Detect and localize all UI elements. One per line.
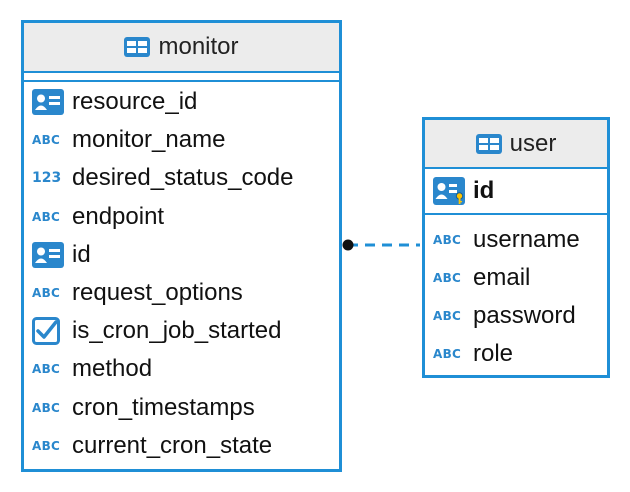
monitor-column-row[interactable]: is_cron_job_started [24, 312, 339, 350]
text-type-icon: ABC [32, 362, 72, 376]
monitor-column-row[interactable]: 123 desired_status_code [24, 159, 339, 197]
monitor-column-row[interactable]: ABC method [24, 350, 339, 388]
type-label: ABC [32, 400, 61, 415]
monitor-column-row[interactable]: resource_id [24, 83, 339, 121]
text-type-icon: ABC [32, 133, 72, 147]
monitor-table-header[interactable]: monitor [24, 23, 339, 73]
monitor-column-row[interactable]: ABC current_cron_state [24, 427, 339, 465]
user-table-title: user [509, 129, 557, 157]
column-name: is_cron_job_started [72, 317, 282, 345]
monitor-column-row[interactable]: ABC cron_timestamps [24, 389, 339, 427]
type-label: ABC [32, 286, 61, 301]
text-type-icon: ABC [32, 401, 72, 415]
column-name: monitor_name [72, 126, 226, 154]
text-type-icon: ABC [433, 309, 473, 323]
text-type-icon: ABC [433, 347, 473, 361]
id-card-icon [32, 241, 72, 268]
column-name: email [473, 264, 531, 291]
monitor-column-row[interactable]: ABC request_options [24, 274, 339, 312]
column-name: endpoint [72, 202, 165, 230]
type-label: ABC [433, 233, 462, 247]
type-label: ABC [32, 362, 61, 377]
user-column-row[interactable]: ABC email [425, 259, 607, 297]
id-card-icon [32, 89, 72, 116]
column-name: current_cron_state [72, 431, 273, 459]
text-type-icon: ABC [32, 286, 72, 300]
user-table-header[interactable]: user [425, 120, 607, 169]
type-label: ABC [32, 438, 61, 453]
type-label: ABC [433, 347, 462, 361]
column-name: password [473, 302, 576, 329]
monitor-column-row[interactable]: ABC endpoint [24, 198, 339, 236]
text-type-icon: ABC [32, 210, 72, 224]
column-name: role [473, 340, 514, 367]
table-icon [124, 37, 151, 57]
column-name: id [72, 240, 91, 268]
monitor-column-row[interactable]: id [24, 236, 339, 274]
user-column-row[interactable]: ABC password [425, 297, 607, 335]
type-label: ABC [433, 309, 462, 323]
column-name: cron_timestamps [72, 393, 255, 421]
checkbox-icon [32, 317, 72, 346]
column-name: method [72, 355, 153, 383]
user-pk-name: id [473, 177, 495, 204]
text-type-icon: ABC [32, 439, 72, 453]
text-type-icon: ABC [433, 233, 473, 247]
column-name: desired_status_code [72, 164, 294, 192]
type-label: ABC [433, 271, 462, 285]
type-label: ABC [32, 133, 61, 148]
monitor-column-row[interactable]: ABC monitor_name [24, 121, 339, 159]
type-label: 123 [32, 170, 62, 187]
text-type-icon: ABC [433, 271, 473, 285]
table-icon [475, 133, 502, 154]
column-name: request_options [72, 279, 243, 307]
user-column-row[interactable]: ABC username [425, 221, 607, 259]
user-pk-row[interactable]: id [425, 169, 607, 215]
column-name: resource_id [72, 88, 198, 116]
number-type-icon: 123 [32, 170, 72, 186]
primary-key-icon [433, 177, 473, 205]
monitor-table-title: monitor [158, 33, 239, 60]
column-name: username [473, 226, 580, 253]
monitor-pk-section [24, 73, 339, 82]
relationship-end-dot [342, 239, 354, 251]
type-label: ABC [32, 209, 61, 224]
user-column-row[interactable]: ABC role [425, 335, 607, 373]
